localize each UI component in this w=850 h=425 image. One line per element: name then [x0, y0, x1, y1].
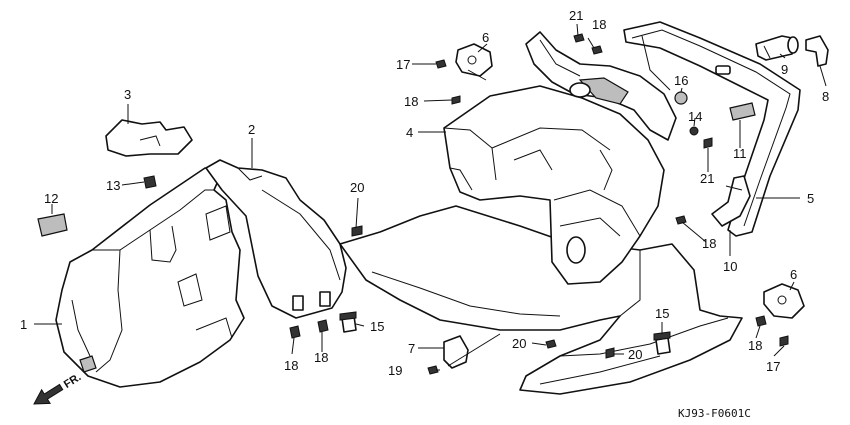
center-floor-panel: [339, 205, 743, 395]
callout-16: 16: [674, 73, 688, 88]
callout-13: 13: [106, 178, 120, 193]
callout-20-left: 20: [350, 180, 364, 195]
callout-19: 19: [388, 363, 402, 378]
callout-12: 12: [44, 191, 58, 206]
hinge-part-10: [711, 175, 751, 227]
label-part-11: [729, 102, 756, 121]
cover-part-6-top: [455, 43, 493, 77]
upper-frame: [525, 31, 677, 141]
callout-6-bottom: 6: [790, 267, 797, 282]
callout-17-bottom: 17: [766, 359, 780, 374]
callout-7: 7: [408, 341, 415, 356]
callout-1: 1: [20, 317, 27, 332]
leader-lines: [34, 23, 827, 371]
callout-3: 3: [124, 87, 131, 102]
callout-6-top: 6: [482, 30, 489, 45]
callout-18-bottom-right: 18: [748, 338, 762, 353]
hardware: [143, 33, 789, 375]
callout-15-right: 15: [655, 306, 669, 321]
callout-15-left: 15: [370, 319, 384, 334]
callout-18-mid-left: 18: [404, 94, 418, 109]
callout-18-top: 18: [592, 17, 606, 32]
cover-part-6-bottom: [763, 283, 805, 319]
callout-18-fender-b: 18: [314, 350, 328, 365]
callout-18-right: 18: [702, 236, 716, 251]
pad-part-12: [37, 213, 68, 237]
luggage-box-part-4: [443, 85, 665, 285]
callout-14: 14: [688, 109, 702, 124]
callout-21-right: 21: [700, 171, 714, 186]
callout-labels: 1 2 3 4 5 6 6 7 8 9 10 11 12 13 14 15 15…: [20, 8, 829, 378]
callout-21-top: 21: [569, 8, 583, 23]
key-cylinder-part-9: [755, 35, 799, 61]
direction-label: FR.: [62, 371, 83, 391]
drawing-code: KJ93-F0601C: [678, 407, 751, 420]
callout-18-fender-a: 18: [284, 358, 298, 373]
callout-20-bottom-a: 20: [512, 336, 526, 351]
lid-frame-part-5: [623, 21, 801, 237]
callout-8: 8: [822, 89, 829, 104]
cap-part-7: [443, 335, 469, 369]
front-direction-arrow: FR.: [33, 371, 83, 405]
callout-4: 4: [406, 125, 413, 140]
front-inner-cover-part: [55, 167, 245, 388]
callout-5: 5: [807, 191, 814, 206]
callout-10: 10: [723, 259, 737, 274]
callout-9: 9: [781, 62, 788, 77]
callout-17-top: 17: [396, 57, 410, 72]
callout-11: 11: [733, 146, 747, 161]
latch-part-8: [805, 35, 829, 67]
callout-20-bottom-b: 20: [628, 347, 642, 362]
plate-part-3: [105, 119, 193, 157]
callout-2: 2: [248, 122, 255, 137]
inner-fender-part-2: [205, 159, 347, 319]
